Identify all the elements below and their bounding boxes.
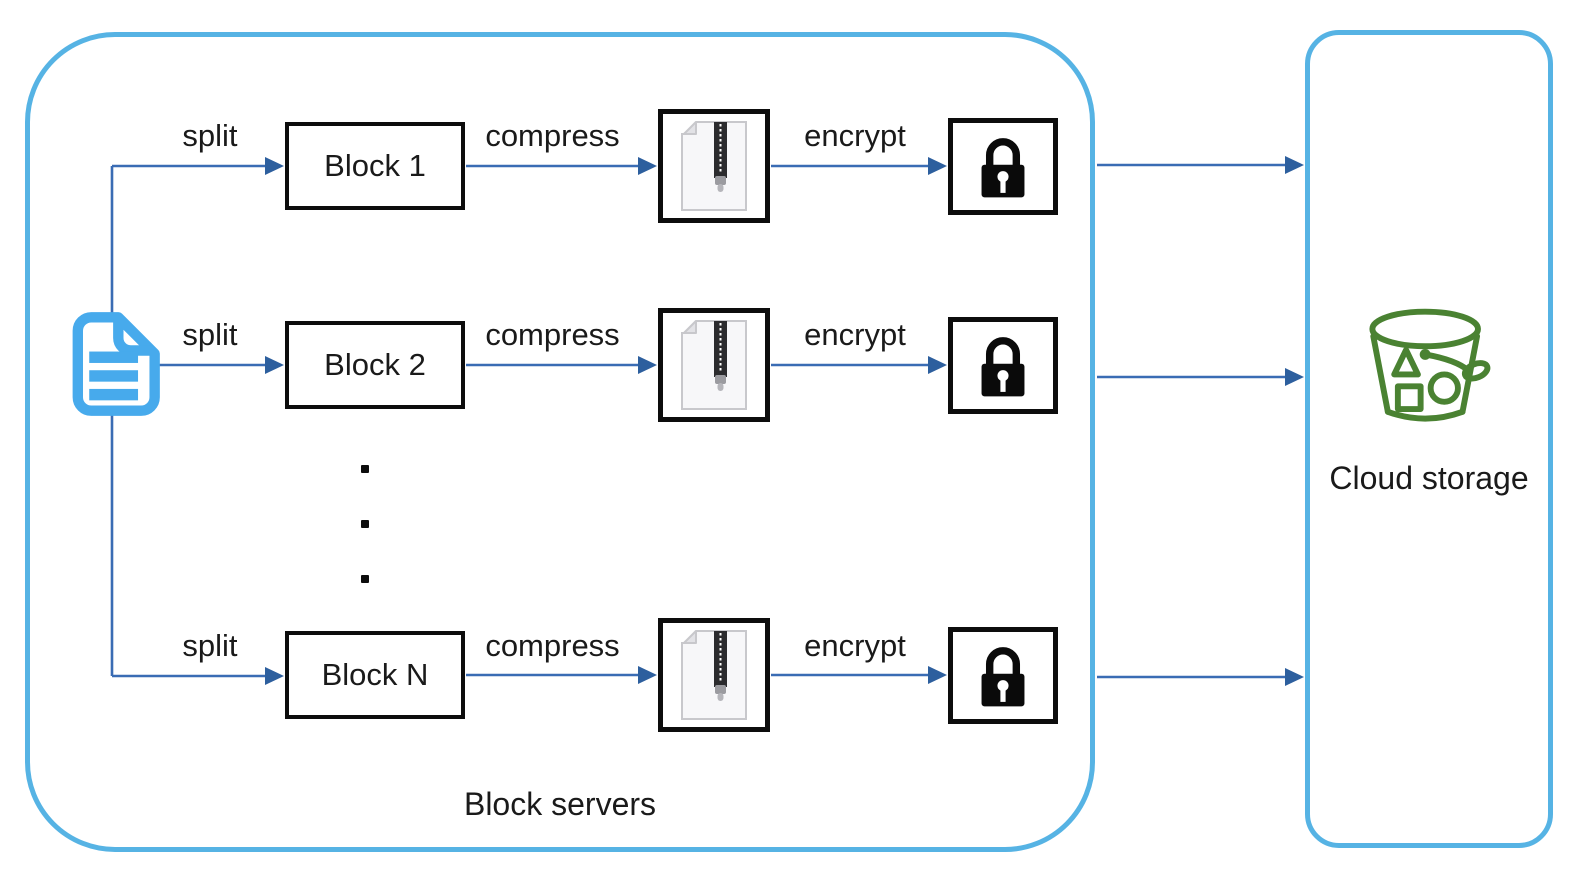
cloud-storage-container [1305,30,1553,848]
arrowheads [265,156,1304,686]
block-node-label: Block 1 [324,148,426,183]
split-label: split [182,628,238,663]
compress-label: compress [485,317,620,352]
split-label: split [182,317,238,352]
block-node: Block N [285,631,465,719]
block-node-label: Block 2 [324,347,426,382]
compress-label: compress [485,118,620,153]
split-label: split [182,118,238,153]
ellipsis-dot [361,520,369,528]
zip-file-icon [658,618,770,732]
encrypt-label: encrypt [804,118,906,153]
block-servers-label: Block servers [463,786,657,822]
encrypt-label: encrypt [804,628,906,663]
padlock-icon [948,317,1058,414]
encrypt-label: encrypt [804,317,906,352]
bucket-icon [1354,298,1500,434]
block-node-label: Block N [321,657,429,692]
zip-file-icon [658,308,770,422]
compress-label: compress [485,628,620,663]
block-servers-container [25,32,1095,852]
zip-file-icon [658,109,770,223]
padlock-icon [948,627,1058,724]
ellipsis-dot [361,465,369,473]
cloud-storage-label: Cloud storage [1329,460,1529,496]
block-node: Block 2 [285,321,465,409]
block-node: Block 1 [285,122,465,210]
padlock-icon [948,118,1058,215]
ellipsis-dot [361,575,369,583]
document-icon [58,310,162,418]
